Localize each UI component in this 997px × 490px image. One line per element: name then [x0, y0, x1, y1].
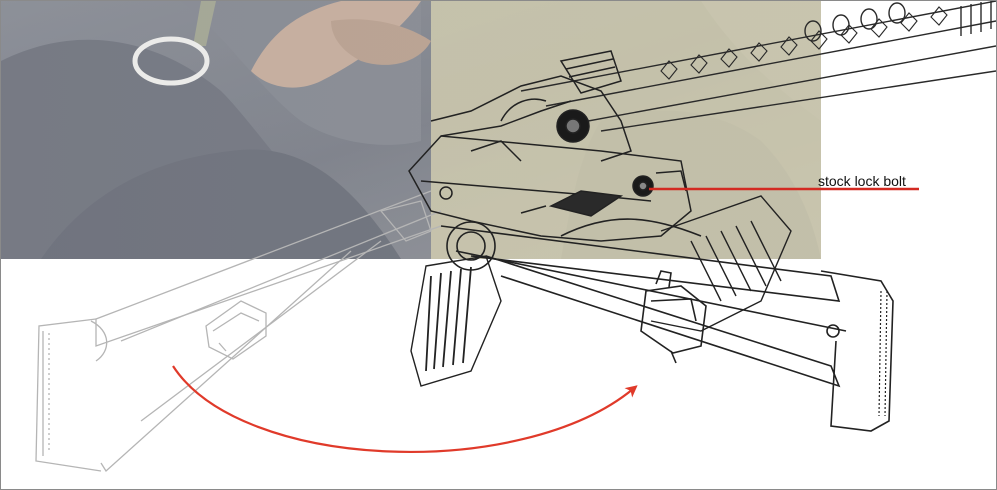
lower-receiver	[408, 135, 692, 242]
extended-stock-ghost	[35, 190, 442, 473]
upper-receiver	[430, 50, 632, 162]
magazine	[410, 195, 792, 387]
stock-lock-bolt-label: stock lock bolt	[818, 173, 906, 189]
fold-direction-arrow	[172, 365, 638, 453]
handguard	[520, 1, 996, 132]
background-photo	[1, 1, 821, 259]
folded-stock	[440, 218, 894, 432]
